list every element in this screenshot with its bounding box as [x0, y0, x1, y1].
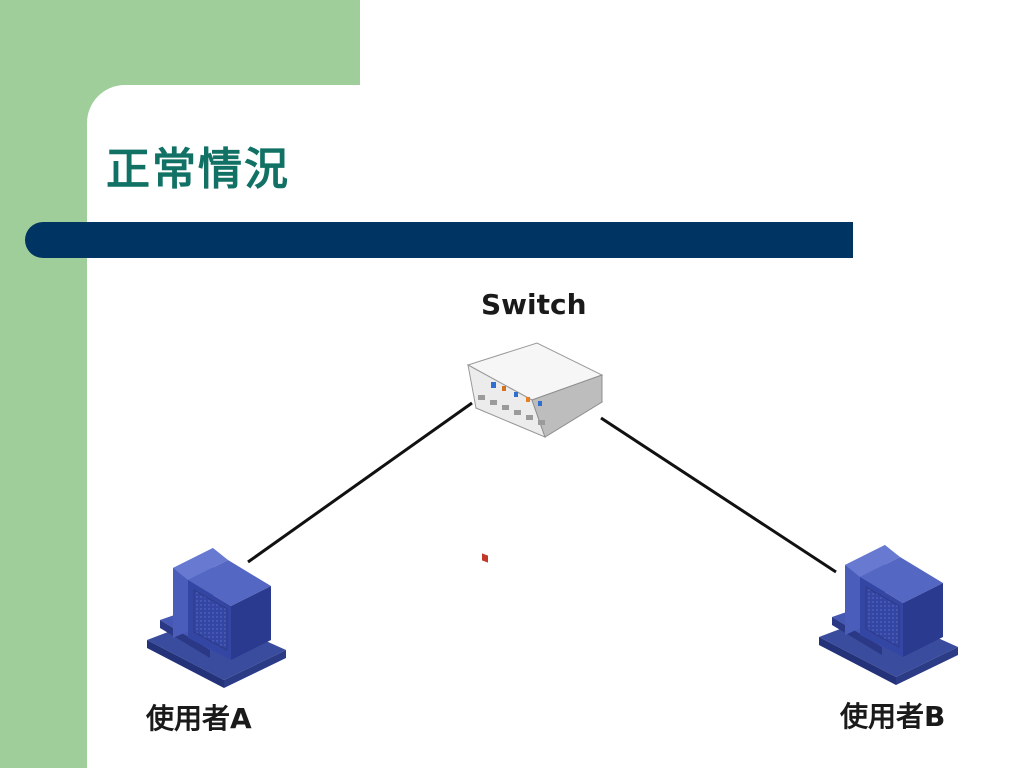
user-b-label: 使用者B: [840, 700, 946, 733]
desktop-computer-icon: [147, 548, 286, 688]
slide-title: 正常情況: [106, 144, 290, 195]
link-switch-to-user-a: [247, 401, 473, 564]
user-a-label: 使用者A: [146, 702, 252, 735]
switch-label: Switch: [481, 288, 587, 321]
link-switch-to-user-b: [600, 416, 837, 574]
title-underline-bar: [25, 222, 853, 258]
desktop-computer-icon: [819, 545, 958, 685]
network-switch-icon: [466, 342, 604, 563]
